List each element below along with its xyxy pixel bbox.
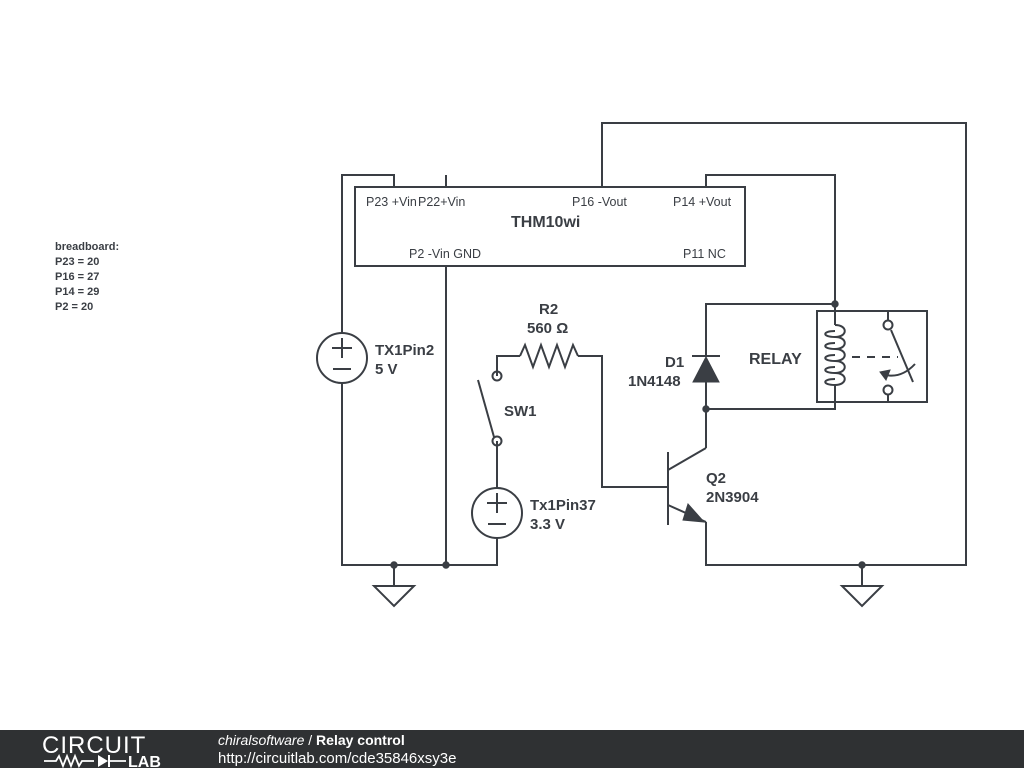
- module-thm10wi[interactable]: P23 +Vin P22+Vin P16 -Vout P14 +Vout THM…: [354, 186, 746, 267]
- notes-title: breadboard:: [55, 241, 120, 253]
- pin-label-p14: P14 +Vout: [673, 195, 732, 209]
- pin-label-p11: P11 NC: [683, 247, 726, 261]
- pin-label-p23: P23 +Vin: [366, 195, 417, 209]
- logo-resistor-diode-icon: LAB: [44, 753, 161, 768]
- resistor-r2[interactable]: R2 560 Ω: [519, 301, 579, 370]
- pin-label-p2: P2 -Vin GND: [409, 247, 481, 261]
- notes-line: P2 = 20: [55, 301, 94, 313]
- diode-d1[interactable]: D1 1N4148: [628, 354, 720, 390]
- circuitlab-logo[interactable]: CIRCUIT LAB: [42, 732, 182, 768]
- footer-bar: CIRCUIT LAB chiralsoftware / Relay contr…: [0, 730, 1024, 768]
- relay[interactable]: RELAY: [749, 310, 928, 403]
- transistor-ref-q2: Q2: [706, 470, 726, 487]
- footer-circuit-title[interactable]: Relay control: [316, 732, 405, 748]
- transistor-q2[interactable]: Q2 2N3904: [667, 447, 759, 525]
- transistor-value-q2: 2N3904: [706, 489, 759, 506]
- junctions: [390, 300, 866, 569]
- schematic-canvas: P23 +Vin P22+Vin P16 -Vout P14 +Vout THM…: [316, 122, 967, 608]
- notes-line: P14 = 29: [55, 286, 100, 298]
- source-value-tx1pin2: 5 V: [375, 361, 398, 378]
- source-ref-tx1pin2: TX1Pin2: [375, 342, 434, 359]
- footer-url-link[interactable]: http://circuitlab.com/cde35846xsy3e: [218, 750, 457, 767]
- switch-sw1[interactable]: SW1: [477, 370, 537, 447]
- voltage-source-tx1pin2[interactable]: TX1Pin2 5 V: [316, 332, 434, 384]
- resistor-value-r2: 560 Ω: [527, 320, 568, 337]
- notes-line: P16 = 27: [55, 271, 100, 283]
- diode-value-d1: 1N4148: [628, 373, 681, 390]
- footer-separator: /: [304, 732, 317, 748]
- notes-line: P23 = 20: [55, 256, 100, 268]
- module-name: THM10wi: [511, 214, 580, 231]
- ground-symbol-left: [371, 585, 417, 608]
- footer-user-link[interactable]: chiralsoftware: [218, 732, 305, 748]
- relay-ref: RELAY: [749, 351, 802, 368]
- wires: [341, 122, 967, 585]
- footer-title-line: chiralsoftware / Relay control: [218, 732, 405, 748]
- switch-ref-sw1: SW1: [504, 403, 537, 420]
- ground-symbol-right: [839, 585, 885, 608]
- pin-label-p22: P22+Vin: [418, 195, 465, 209]
- logo-text-lab: LAB: [128, 754, 161, 768]
- source-ref-tx1pin37: Tx1Pin37: [530, 497, 596, 514]
- resistor-ref-r2: R2: [539, 301, 558, 318]
- voltage-source-tx1pin37[interactable]: Tx1Pin37 3.3 V: [471, 487, 596, 539]
- breadboard-notes: breadboard: P23 = 20 P16 = 27 P14 = 29 P…: [55, 240, 119, 315]
- pin-label-p16: P16 -Vout: [572, 195, 627, 209]
- source-value-tx1pin37: 3.3 V: [530, 516, 565, 533]
- diode-ref-d1: D1: [665, 354, 684, 371]
